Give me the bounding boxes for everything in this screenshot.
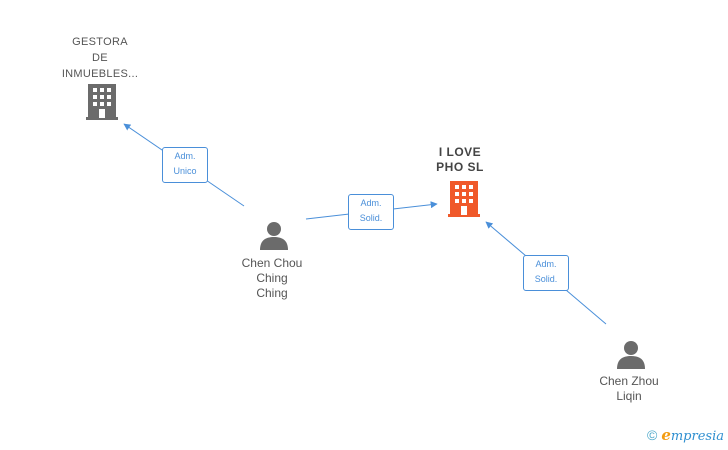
edge-label-adm-solid: Adm. Solid. [523,255,569,291]
company-gestora-label[interactable]: GESTORA DE INMUEBLES... [61,36,139,80]
edge-label-line2: Unico [173,166,197,176]
edge-label-adm-solid: Adm. Solid. [348,194,394,230]
person-chen-chou-label[interactable]: Chen Chou Ching Ching [241,256,303,300]
edge-label-line2: Solid. [359,213,383,223]
building-icon[interactable] [448,181,480,217]
edge-label-line1: Adm. [360,198,382,208]
copyright-icon: © [646,427,658,443]
edge-label-line1: Adm. [535,259,557,269]
company-ilove-label[interactable]: I LOVE PHO SL [436,145,484,174]
person-icon[interactable] [616,339,646,369]
edge-label-line1: Adm. [174,151,196,161]
footer-branding: © empresia [647,426,724,444]
edge-label-line2: Solid. [534,274,558,284]
brand-initial: e [661,426,671,444]
person-icon[interactable] [259,220,289,250]
brand-logo[interactable]: empresia [661,426,724,444]
person-chen-zhou-label[interactable]: Chen Zhou Liqin [599,374,659,403]
building-icon[interactable] [86,84,118,120]
brand-name: mpresia [670,429,724,444]
edge-label-adm-unico: Adm. Unico [162,147,208,183]
